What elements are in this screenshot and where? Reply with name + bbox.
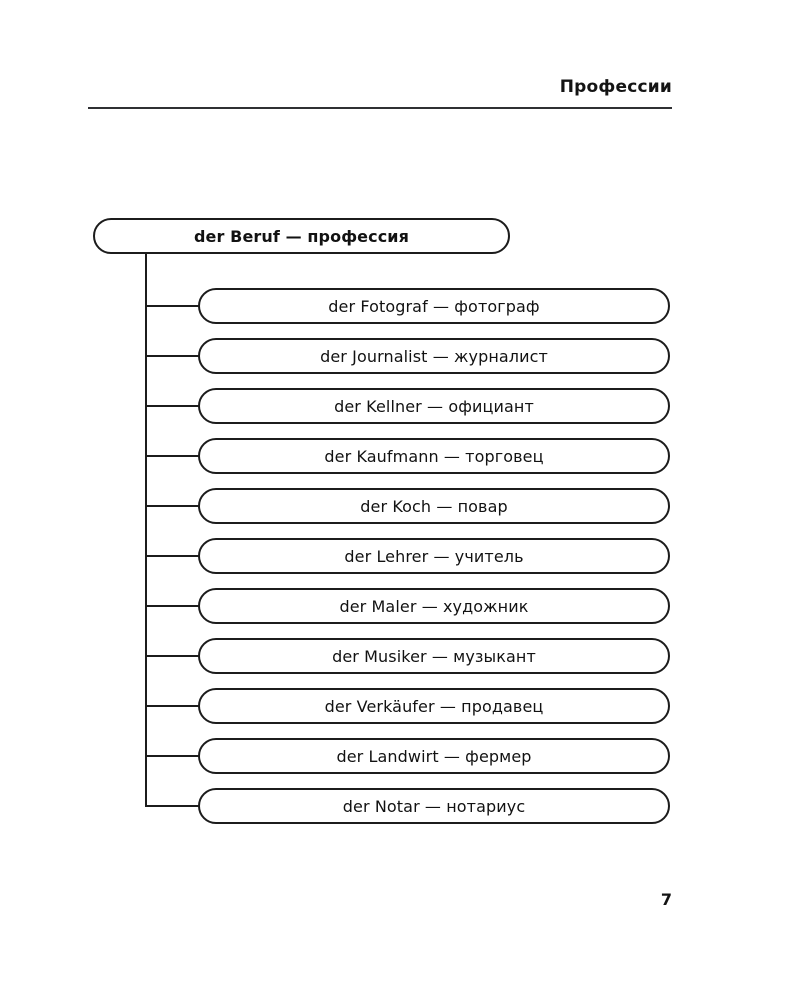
- tree-child-label: der Journalist — журналист: [320, 346, 548, 366]
- tree-child-node[interactable]: der Journalist — журналист: [198, 338, 670, 374]
- tree-child-label: der Maler — художник: [339, 596, 529, 616]
- tree-child-node[interactable]: der Koch — повар: [198, 488, 670, 524]
- tree-child-label: der Landwirt — фермер: [336, 746, 532, 766]
- tree-root-node[interactable]: der Beruf — профессия: [93, 218, 510, 254]
- tree-child-label: der Verkäufer — продавец: [324, 696, 544, 716]
- tree-child-label: der Kaufmann — торговец: [324, 446, 544, 466]
- tree-child-node[interactable]: der Notar — нотариус: [198, 788, 670, 824]
- tree-child-label: der Lehrer — учитель: [344, 546, 524, 566]
- tree-child-label: der Notar — нотариус: [342, 796, 526, 816]
- tree-child-node[interactable]: der Lehrer — учитель: [198, 538, 670, 574]
- tree-root-label: der Beruf — профессия: [194, 226, 409, 246]
- tree-child-node[interactable]: der Kellner — официант: [198, 388, 670, 424]
- tree-child-node[interactable]: der Musiker — музыкант: [198, 638, 670, 674]
- header-divider: [88, 107, 672, 109]
- tree-child-node[interactable]: der Landwirt — фермер: [198, 738, 670, 774]
- page-header: Профессии: [88, 76, 672, 109]
- tree-child-label: der Kellner — официант: [334, 396, 534, 416]
- tree-child-label: der Koch — повар: [360, 496, 508, 516]
- tree-child-node[interactable]: der Maler — художник: [198, 588, 670, 624]
- tree-child-node[interactable]: der Fotograf — фотограф: [198, 288, 670, 324]
- tree-child-node[interactable]: der Kaufmann — торговец: [198, 438, 670, 474]
- tree-child-label: der Musiker — музыкант: [332, 646, 536, 666]
- tree-child-label: der Fotograf — фотограф: [328, 296, 540, 316]
- page-number: 7: [660, 890, 672, 909]
- page-title: Профессии: [559, 77, 672, 97]
- tree-child-node[interactable]: der Verkäufer — продавец: [198, 688, 670, 724]
